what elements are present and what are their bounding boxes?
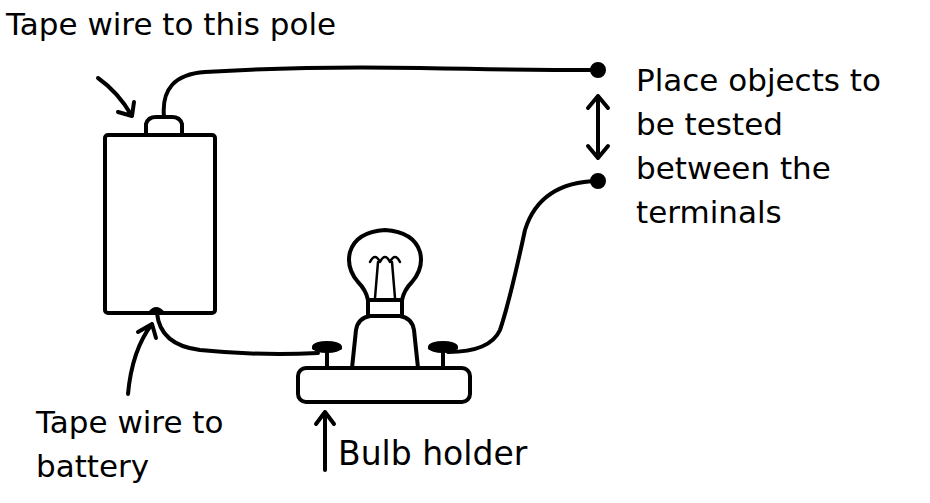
battery-pole [146,117,182,135]
battery [105,135,215,313]
part-label: Bulb holder [338,432,638,476]
screw-head [314,343,340,351]
filament [370,257,400,298]
screw-head [430,343,456,351]
light-bulb [349,230,421,300]
leader-arrow [128,324,156,394]
callout-label: Tape wire to battery [36,400,256,488]
wire [164,68,598,118]
leader-arrow [316,412,334,470]
bulb-socket [352,316,418,368]
callout-label: Place objects to be tested between the t… [636,58,922,234]
callout-label: Tape wire to this pole [6,4,426,44]
wire [448,181,598,352]
double-arrow [588,96,608,158]
wire [157,313,318,354]
terminal [592,64,604,76]
leader-arrow [98,78,134,116]
bulb-holder [298,368,470,402]
bulb-base [368,300,402,316]
